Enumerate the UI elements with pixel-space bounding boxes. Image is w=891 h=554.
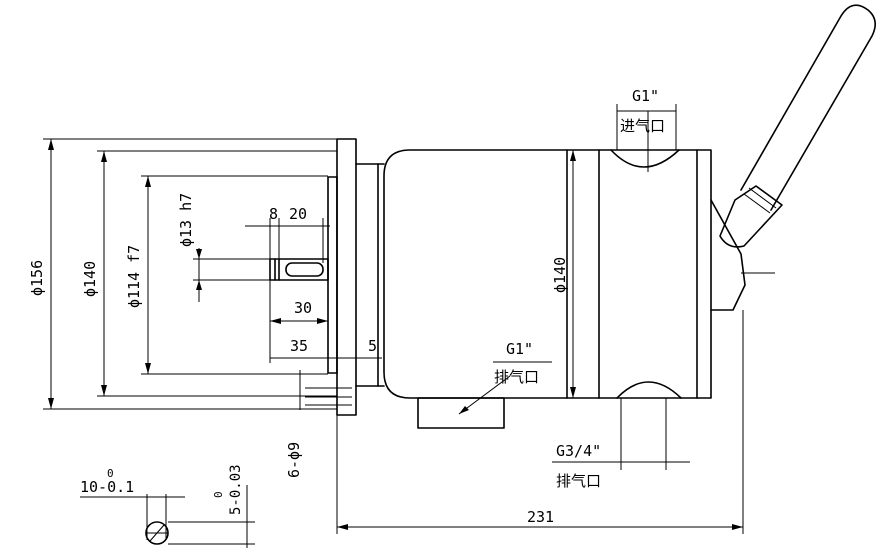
dim-phi-140-left: ϕ140 — [81, 261, 99, 297]
handle-assembly — [710, 4, 876, 311]
dim-phi-114: ϕ114 f7 — [125, 245, 143, 308]
dim-231: 231 — [527, 508, 554, 526]
exhaust-port-label: 排气口 — [494, 368, 539, 386]
exhaust-port-size: G1" — [506, 340, 533, 358]
dim-key-width-upper: 0 — [107, 467, 114, 480]
dim-20: 20 — [289, 205, 307, 223]
inlet-port-label: 进气口 — [620, 117, 665, 135]
dim-key-width: 10-0.1 — [80, 478, 134, 496]
dim-5: 5 — [368, 337, 377, 355]
keyway-section — [80, 485, 255, 548]
dim-phi-156: ϕ156 — [28, 260, 46, 296]
dim-key-depth: 5-0.03 — [228, 464, 244, 515]
dim-key-depth-upper: 0 — [212, 491, 225, 498]
cylinder-body — [383, 149, 712, 429]
dim-35: 35 — [290, 337, 308, 355]
dimension-lines — [43, 104, 744, 534]
inlet-port-size: G1" — [632, 87, 659, 105]
dim-phi-140-body: ϕ140 — [551, 257, 569, 293]
exhaust2-port-label: 排气口 — [556, 472, 601, 490]
dimension-arrows — [48, 139, 743, 530]
dim-phi-13: ϕ13 h7 — [177, 193, 195, 247]
dim-8: 8 — [269, 205, 278, 223]
flange-assembly — [269, 138, 385, 416]
dim-holes: 6-ϕ9 — [285, 442, 303, 478]
exhaust2-port-size: G3/4" — [556, 442, 601, 460]
dim-30: 30 — [294, 299, 312, 317]
